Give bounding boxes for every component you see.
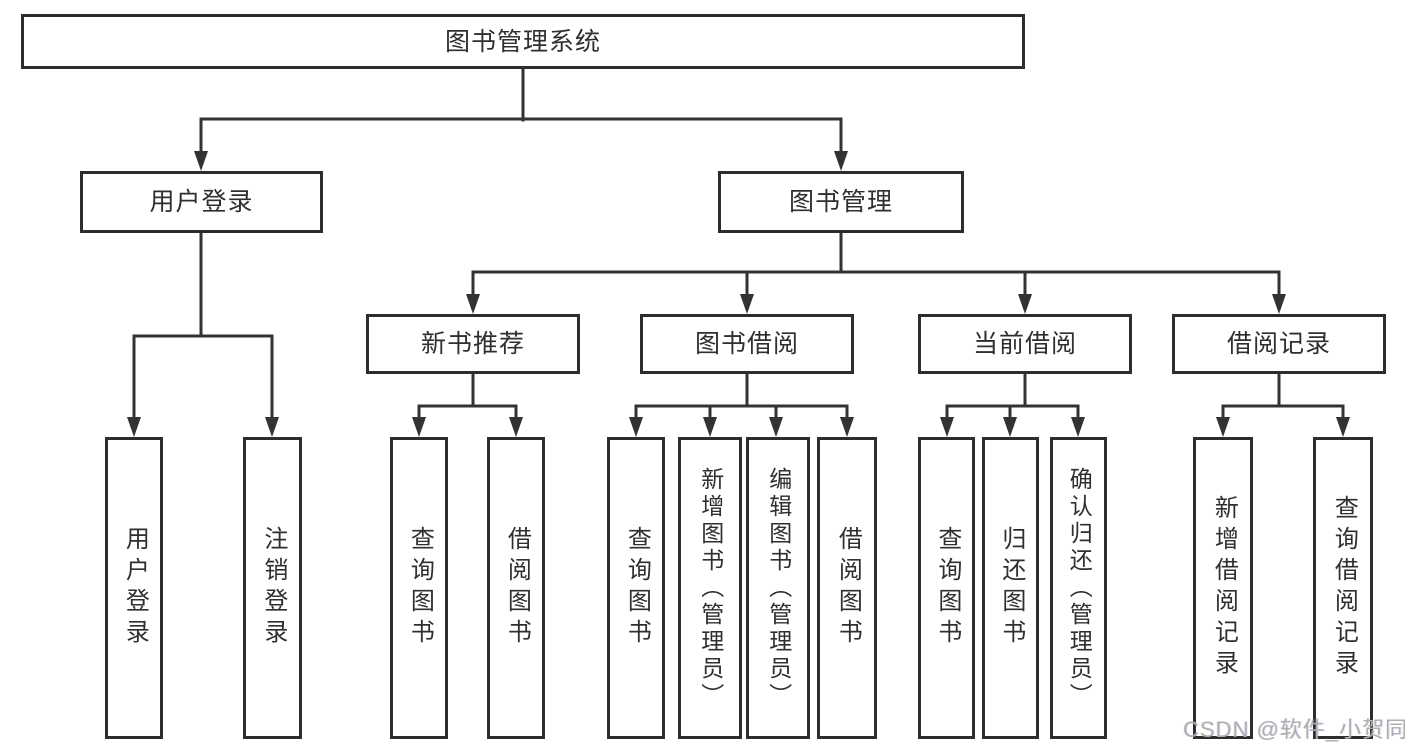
leaf-query-books-3: 查询图书 xyxy=(918,437,975,739)
node-label: 新书推荐 xyxy=(420,330,525,358)
leaf-logout: 注销登录 xyxy=(243,437,302,739)
leaf-label: 用户登录 xyxy=(121,526,149,650)
node-new-book-recommend: 新书推荐 xyxy=(366,314,580,374)
leaf-borrow-books-2: 借阅图书 xyxy=(817,437,877,739)
leaf-label: 注销登录 xyxy=(259,526,287,650)
leaf-label: 借阅图书 xyxy=(834,526,862,650)
leaf-add-borrow-record: 新增借阅记录 xyxy=(1193,437,1253,739)
node-label: 图书管理 xyxy=(788,188,893,216)
node-label: 当前借阅 xyxy=(972,330,1077,358)
leaf-label: 新增图书（管理员） xyxy=(697,466,724,710)
leaf-query-borrow-record: 查询借阅记录 xyxy=(1313,437,1373,739)
node-label: 用户登录 xyxy=(149,188,254,216)
node-book-management: 图书管理 xyxy=(718,171,964,233)
leaf-confirm-return-admin: 确认归还（管理员） xyxy=(1050,437,1107,739)
leaf-label: 查询图书 xyxy=(933,526,961,650)
leaf-add-book-admin: 新增图书（管理员） xyxy=(678,437,742,739)
watermark-text: CSDN @软件_小贺同学 xyxy=(1183,717,1405,742)
leaf-query-books-1: 查询图书 xyxy=(390,437,448,739)
leaf-return-book: 归还图书 xyxy=(982,437,1039,739)
leaf-label: 查询图书 xyxy=(406,526,434,650)
node-label: 图书管理系统 xyxy=(444,27,601,56)
leaf-label: 编辑图书（管理员） xyxy=(765,466,792,710)
node-user-login: 用户登录 xyxy=(80,171,323,233)
leaf-label: 借阅图书 xyxy=(503,526,531,650)
node-label: 图书借阅 xyxy=(694,330,799,358)
leaf-query-books-2: 查询图书 xyxy=(607,437,665,739)
node-library-system: 图书管理系统 xyxy=(21,14,1025,69)
node-book-borrowing: 图书借阅 xyxy=(640,314,854,374)
leaf-edit-book-admin: 编辑图书（管理员） xyxy=(746,437,810,739)
leaf-borrow-books-1: 借阅图书 xyxy=(487,437,545,739)
leaf-label: 归还图书 xyxy=(997,526,1025,650)
leaf-user-login: 用户登录 xyxy=(105,437,163,739)
node-label: 借阅记录 xyxy=(1226,330,1331,358)
node-current-borrowing: 当前借阅 xyxy=(918,314,1132,374)
leaf-label: 确认归还（管理员） xyxy=(1066,466,1093,710)
leaf-label: 查询图书 xyxy=(623,526,651,650)
leaf-label: 查询借阅记录 xyxy=(1330,495,1358,681)
node-borrowing-records: 借阅记录 xyxy=(1172,314,1386,374)
leaf-label: 新增借阅记录 xyxy=(1210,495,1238,681)
